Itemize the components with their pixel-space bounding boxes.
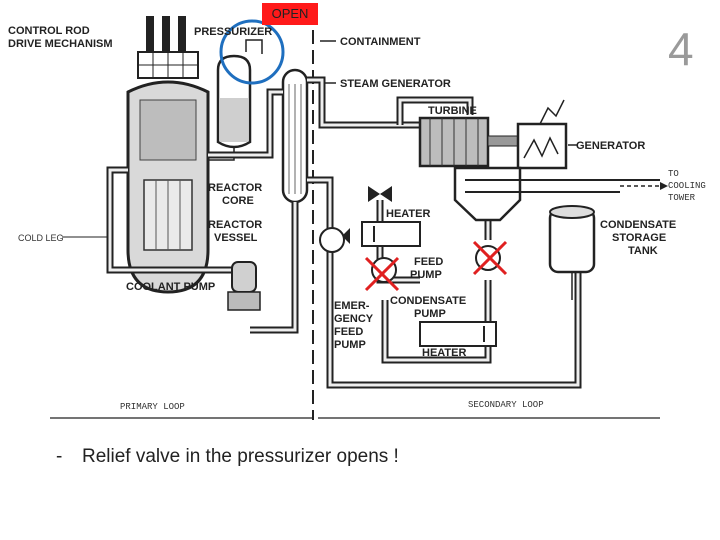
label-condensate-pump-2: PUMP (414, 308, 446, 320)
turbine-icon (418, 116, 519, 168)
label-condensate-storage-3: TANK (628, 245, 658, 257)
label-turbine: TURBINE (428, 105, 477, 117)
generator-icon (516, 99, 578, 170)
pressurizer-icon (208, 39, 263, 161)
coolant-pump-icon (227, 261, 261, 311)
steam-generator-icon (281, 68, 309, 204)
label-condensate-pump-1: CONDENSATE (390, 295, 466, 307)
label-cold-leg: COLD LEG (18, 233, 64, 243)
label-reactor-core-1: REACTOR (208, 182, 262, 194)
control-rod-drive-icon (137, 16, 199, 79)
label-condensate-storage-2: STORAGE (612, 232, 666, 244)
circle-highlight-icon (219, 19, 285, 85)
condensate-storage-tank-icon (548, 205, 596, 300)
emergency-feed-pump-icon (319, 227, 345, 253)
label-feed-pump-1: FEED (414, 256, 443, 268)
label-emergency-3: FEED (334, 326, 363, 338)
label-to-cooling-2: COOLING (668, 181, 706, 191)
label-coolant-pump: COOLANT PUMP (126, 281, 215, 293)
reactor-schematic: CONTROL ROD DRIVE MECHANISM PRESSURIZER … (8, 16, 706, 420)
label-condensate-storage-1: CONDENSATE (600, 219, 676, 231)
label-emergency-4: PUMP (334, 339, 366, 351)
label-emergency-1: EMER- (334, 300, 370, 312)
heater-top-icon (361, 221, 421, 247)
label-heater-bottom: HEATER (422, 347, 466, 359)
relief-valve-icon (245, 39, 263, 54)
label-reactor-core-2: CORE (222, 195, 254, 207)
caption-bullet: - (56, 446, 63, 467)
slide-number: 4 (668, 23, 694, 75)
label-feed-pump-2: PUMP (410, 269, 442, 281)
caption-text: Relief valve in the pressurizer opens ! (82, 446, 399, 467)
label-control-rod: CONTROL ROD (8, 25, 90, 37)
label-generator: GENERATOR (576, 140, 645, 152)
label-containment: CONTAINMENT (340, 36, 421, 48)
label-heater-top: HEATER (386, 208, 430, 220)
label-to-cooling-1: TO (668, 169, 679, 179)
label-pressurizer: PRESSURIZER (194, 26, 272, 38)
x-mark-icon (472, 240, 508, 276)
label-emergency-2: GENCY (334, 313, 374, 325)
label-primary-loop: PRIMARY LOOP (120, 402, 185, 412)
condenser-icon (453, 166, 668, 222)
open-tag: OPEN (262, 3, 318, 25)
label-secondary-loop: SECONDARY LOOP (468, 400, 544, 410)
label-drive-mechanism: DRIVE MECHANISM (8, 38, 113, 50)
x-mark-icon (364, 256, 400, 292)
heater-bottom-icon (419, 321, 497, 347)
label-reactor-vessel-2: VESSEL (214, 232, 258, 244)
label-steam-generator: STEAM GENERATOR (340, 78, 451, 90)
caption: -Relief valve in the pressurizer opens ! (56, 446, 399, 468)
reactor-vessel-icon (126, 80, 210, 294)
label-reactor-vessel-1: REACTOR (208, 219, 262, 231)
label-to-cooling-3: TOWER (668, 193, 696, 203)
